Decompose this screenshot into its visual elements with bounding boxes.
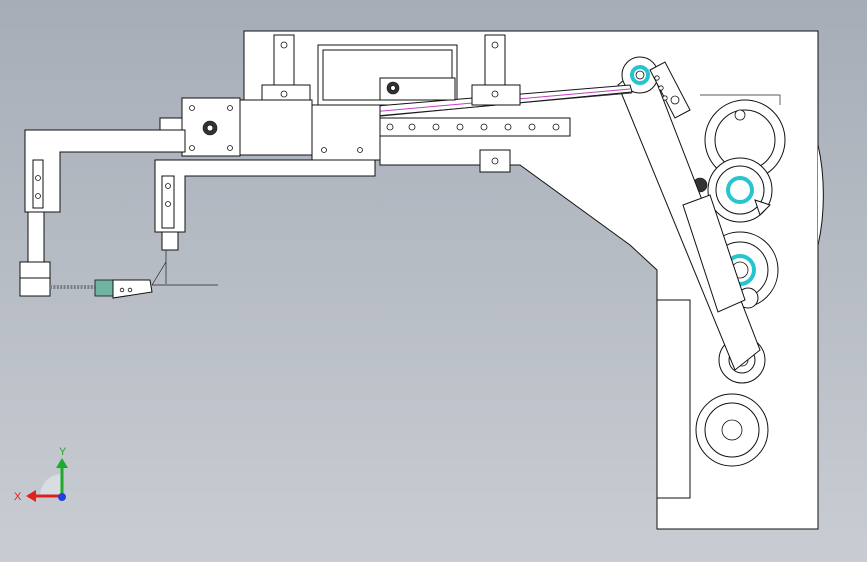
guide-block-right[interactable] bbox=[471, 34, 521, 173]
coordinate-triad-icon: Y X bbox=[14, 446, 68, 503]
triad-y-label: Y bbox=[59, 446, 67, 458]
right-gripper-arm[interactable] bbox=[154, 159, 376, 284]
left-gripper-arm[interactable] bbox=[24, 129, 186, 263]
lever-link-bar[interactable] bbox=[649, 61, 691, 119]
carriage-block[interactable] bbox=[159, 97, 381, 161]
lower-sprocket[interactable] bbox=[695, 393, 769, 467]
swing-lever[interactable] bbox=[617, 56, 761, 371]
cam-disk[interactable] bbox=[692, 157, 773, 223]
triad-x-label: X bbox=[14, 491, 22, 503]
top-bracket[interactable] bbox=[379, 77, 456, 101]
rail-holes bbox=[386, 123, 560, 131]
cam-bearing-ring bbox=[726, 176, 754, 204]
pneumatic-cylinder[interactable] bbox=[19, 261, 218, 299]
